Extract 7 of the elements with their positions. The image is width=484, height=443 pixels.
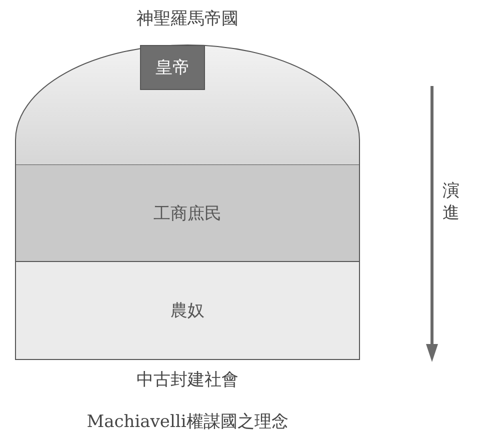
title-box: 皇帝 [140, 45, 205, 90]
layer-band: 工商庶民 [15, 165, 360, 262]
stack-caption: 中古封建社會 [136, 369, 240, 391]
caption: Machiavelli權謀國之理念 [86, 411, 290, 433]
layer-band: 農奴 [15, 262, 360, 360]
heading: 神聖羅馬帝國 [136, 8, 240, 30]
arrow-label: 演進 [442, 180, 460, 224]
